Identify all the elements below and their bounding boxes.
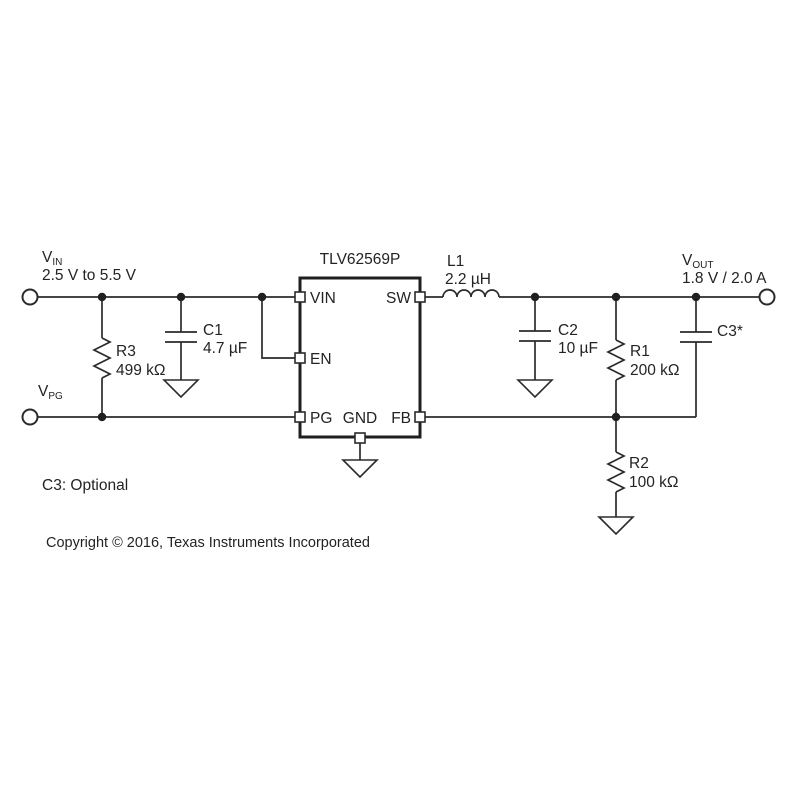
wire-en-branch bbox=[261, 297, 295, 359]
vout-terminal-label: VOUT bbox=[682, 252, 713, 271]
vin-terminal-label: VIN bbox=[42, 249, 62, 268]
ic-pin-label-en: EN bbox=[310, 351, 332, 368]
ic-pin-vin bbox=[294, 291, 306, 303]
ic-pin-label-sw: SW bbox=[386, 290, 411, 307]
junction-dots bbox=[97, 292, 701, 422]
c2-ground-icon bbox=[516, 379, 554, 399]
vin-terminal-spec: 2.5 V to 5.5 V bbox=[42, 267, 137, 284]
ic-part-number: TLV62569P bbox=[320, 251, 401, 268]
c1-value-label: 4.7 µF bbox=[203, 340, 247, 357]
c1-plates bbox=[165, 331, 197, 343]
inductor-l1: L1 2.2 µH bbox=[442, 253, 500, 298]
r2-value-label: 100 kΩ bbox=[629, 474, 679, 491]
ic-tlv62569p: TLV62569P VIN EN PG GND FB SW bbox=[294, 251, 426, 479]
junction-dot bbox=[611, 412, 621, 422]
c1-ground-icon bbox=[162, 379, 200, 399]
c3-plates bbox=[680, 331, 712, 343]
ic-pin-label-pg: PG bbox=[310, 410, 332, 427]
capacitor-c3: C3* bbox=[680, 297, 743, 417]
l1-coil bbox=[442, 289, 500, 298]
r1-zigzag bbox=[606, 339, 626, 381]
capacitor-c2: C2 10 µF bbox=[516, 297, 598, 399]
c3-ref-label: C3* bbox=[717, 323, 743, 340]
r3-value-label: 499 kΩ bbox=[116, 362, 166, 379]
r3-ref-label: R3 bbox=[116, 343, 136, 360]
ic-pin-label-fb: FB bbox=[391, 410, 411, 427]
ic-pin-en bbox=[294, 352, 306, 364]
vpg-terminal: VPG bbox=[21, 383, 63, 426]
junction-dot bbox=[530, 292, 540, 302]
ic-ground-icon bbox=[341, 459, 379, 479]
c2-ref-label: C2 bbox=[558, 322, 578, 339]
vin-terminal-circle bbox=[21, 288, 39, 306]
c2-value-label: 10 µF bbox=[558, 340, 598, 357]
r2-ground-icon bbox=[597, 516, 635, 536]
c2-plates bbox=[519, 330, 551, 342]
junction-dot bbox=[257, 292, 267, 302]
capacitor-c1: C1 4.7 µF bbox=[162, 297, 247, 399]
junction-dot bbox=[691, 292, 701, 302]
vout-terminal-circle bbox=[758, 288, 776, 306]
vout-terminal: VOUT 1.8 V / 2.0 A bbox=[682, 252, 776, 306]
r3-zigzag bbox=[92, 337, 112, 379]
ic-pin-label-gnd: GND bbox=[343, 410, 377, 427]
resistor-r3: R3 499 kΩ bbox=[92, 297, 166, 417]
junction-dot bbox=[97, 292, 107, 302]
c3-optional-note: C3: Optional bbox=[42, 477, 128, 494]
junction-dot bbox=[176, 292, 186, 302]
notes: C3: Optional Copyright © 2016, Texas Ins… bbox=[42, 477, 370, 551]
junction-dot bbox=[97, 412, 107, 422]
ic-pin-gnd bbox=[354, 432, 366, 444]
junction-dot bbox=[611, 292, 621, 302]
copyright-text: Copyright © 2016, Texas Instruments Inco… bbox=[46, 535, 370, 551]
r2-zigzag bbox=[606, 451, 626, 493]
resistor-r2: R2 100 kΩ bbox=[597, 417, 679, 536]
c1-ref-label: C1 bbox=[203, 322, 223, 339]
vin-terminal: VIN 2.5 V to 5.5 V bbox=[21, 249, 137, 306]
l1-value-label: 2.2 µH bbox=[445, 271, 491, 288]
r1-ref-label: R1 bbox=[630, 343, 650, 360]
vpg-terminal-label: VPG bbox=[38, 383, 63, 402]
l1-ref-label: L1 bbox=[447, 253, 464, 270]
r1-value-label: 200 kΩ bbox=[630, 362, 680, 379]
ic-pin-fb bbox=[414, 411, 426, 423]
resistor-r1: R1 200 kΩ bbox=[606, 297, 680, 417]
vpg-terminal-circle bbox=[21, 408, 39, 426]
wires bbox=[38, 296, 759, 418]
vout-terminal-spec: 1.8 V / 2.0 A bbox=[682, 270, 767, 287]
r2-ref-label: R2 bbox=[629, 455, 649, 472]
ic-pin-label-vin: VIN bbox=[310, 290, 336, 307]
ic-pin-sw bbox=[414, 291, 426, 303]
ic-pin-pg bbox=[294, 411, 306, 423]
